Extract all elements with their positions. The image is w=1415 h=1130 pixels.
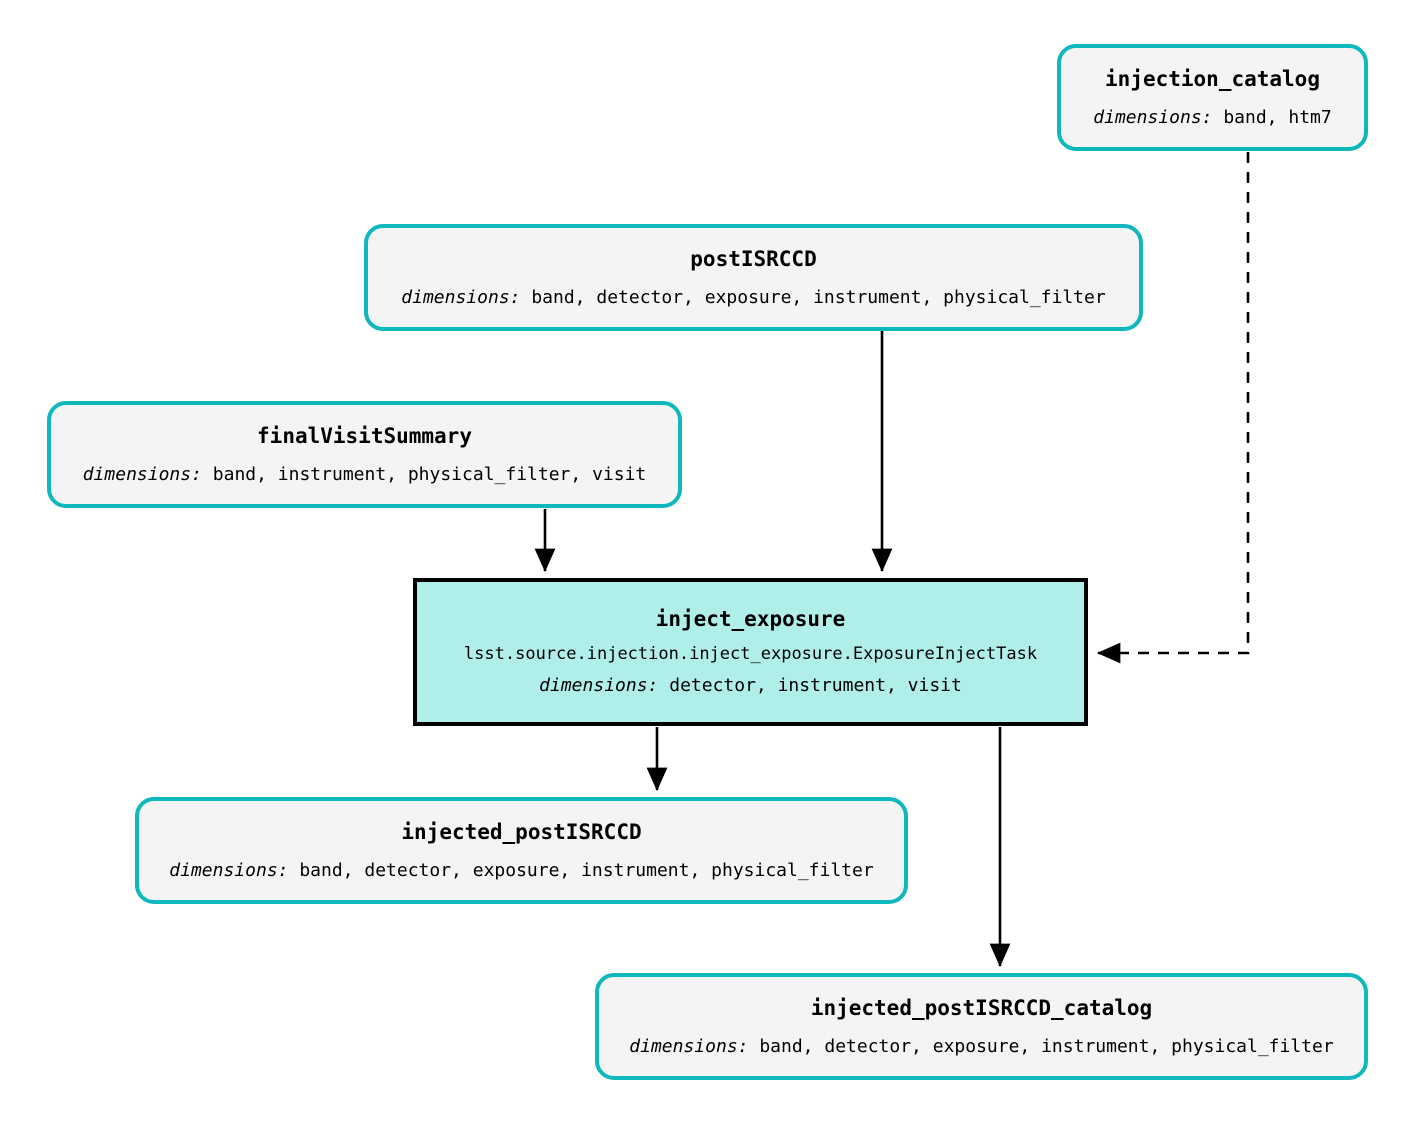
node-postisrccd[interactable]: postISRCCD dimensions: band, detector, e… — [364, 224, 1143, 331]
node-title: injection_catalog — [1105, 66, 1320, 91]
dimensions-value: band, detector, exposure, instrument, ph… — [520, 286, 1106, 308]
node-title: injected_postISRCCD — [401, 819, 642, 844]
node-injection-catalog[interactable]: injection_catalog dimensions: band, htm7 — [1057, 44, 1368, 151]
dimensions-label: dimensions: — [169, 859, 289, 881]
node-dimensions: dimensions: detector, instrument, visit — [539, 676, 962, 696]
node-title: injected_postISRCCD_catalog — [810, 995, 1153, 1020]
dimensions-value: band, detector, exposure, instrument, ph… — [748, 1035, 1334, 1057]
node-title: finalVisitSummary — [257, 423, 472, 448]
dimensions-label: dimensions: — [629, 1035, 749, 1057]
node-injected-postisrccd[interactable]: injected_postISRCCD dimensions: band, de… — [135, 797, 908, 904]
node-dimensions: dimensions: band, htm7 — [1093, 106, 1332, 128]
dimensions-value: detector, instrument, visit — [658, 675, 962, 697]
dimensions-label: dimensions: — [82, 463, 202, 485]
node-dimensions: dimensions: band, instrument, physical_f… — [82, 463, 647, 485]
node-injected-postisrccd-catalog[interactable]: injected_postISRCCD_catalog dimensions: … — [595, 973, 1368, 1080]
dimensions-value: band, instrument, physical_filter, visit — [201, 463, 647, 485]
dimensions-label: dimensions: — [401, 286, 521, 308]
dimensions-value: band, detector, exposure, instrument, ph… — [288, 859, 874, 881]
dimensions-label: dimensions: — [539, 675, 659, 697]
dimensions-label: dimensions: — [1093, 106, 1213, 128]
node-dimensions: dimensions: band, detector, exposure, in… — [401, 286, 1106, 308]
node-finalvisitsummary[interactable]: finalVisitSummary dimensions: band, inst… — [47, 401, 682, 508]
node-dimensions: dimensions: band, detector, exposure, in… — [629, 1035, 1334, 1057]
node-title: postISRCCD — [690, 246, 817, 271]
node-title: inject_exposure — [655, 606, 846, 631]
node-dimensions: dimensions: band, detector, exposure, in… — [169, 859, 874, 881]
node-inject-exposure[interactable]: inject_exposure lsst.source.injection.in… — [413, 578, 1088, 726]
dimensions-value: band, htm7 — [1212, 106, 1332, 128]
node-classname: lsst.source.injection.inject_exposure.Ex… — [463, 643, 1038, 664]
